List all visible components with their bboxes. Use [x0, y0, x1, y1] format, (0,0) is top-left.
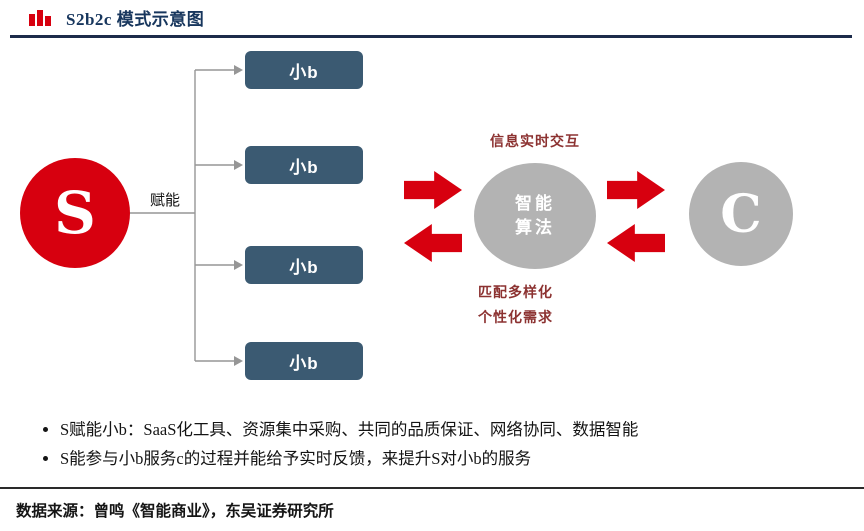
algorithm-label-line2: 算法: [515, 218, 555, 237]
matching-needs-annotation: 匹配多样化 个性化需求: [478, 281, 553, 331]
consumer-node: C: [689, 162, 793, 266]
small-b-node-1: 小b: [245, 51, 363, 89]
arrow-right-algorithm-to-c-icon: [607, 171, 665, 209]
brand-logo-icon: [29, 9, 51, 26]
bullet-item-2: S能参与小b服务c的过程并能给予实时反馈，来提升S对小b的服务: [60, 448, 846, 470]
supplier-node: S: [20, 158, 130, 268]
bullet-text-2: S能参与小b服务c的过程并能给予实时反馈，来提升S对小b的服务: [60, 449, 532, 469]
footer-divider: [0, 487, 864, 489]
realtime-info-annotation: 信息实时交互: [490, 135, 580, 150]
algorithm-label-line1: 智能: [515, 194, 555, 214]
supplier-node-label: S: [54, 179, 96, 247]
arrow-left-c-to-algorithm-icon: [607, 224, 665, 262]
header-divider: [10, 35, 852, 38]
small-b-label: 小b: [289, 353, 319, 373]
figure-title: S2b2c 模式示意图: [66, 10, 205, 29]
algorithm-node: 智能 算法: [474, 163, 596, 269]
arrow-left-algorithm-to-b-icon: [404, 224, 462, 262]
bullet-list: S赋能小b：SaaS化工具、资源集中采购、共同的品质保证、网络协同、数据智能 S…: [34, 412, 846, 478]
consumer-node-label: C: [720, 183, 762, 245]
figure-header: S2b2c 模式示意图: [28, 5, 204, 30]
small-b-label: 小b: [289, 62, 319, 82]
bullet-item-1: S赋能小b：SaaS化工具、资源集中采购、共同的品质保证、网络协同、数据智能: [60, 419, 846, 441]
small-b-node-2: 小b: [245, 146, 363, 184]
matching-needs-line1: 匹配多样化: [478, 286, 553, 301]
small-b-label: 小b: [289, 257, 319, 277]
small-b-label: 小b: [289, 157, 319, 177]
small-b-node-3: 小b: [245, 246, 363, 284]
small-b-node-4: 小b: [245, 342, 363, 380]
data-source-note: 数据来源：曾鸣《智能商业》，东吴证券研究所: [16, 503, 334, 520]
matching-needs-line2: 个性化需求: [478, 311, 553, 327]
bullet-text-1: S赋能小b：SaaS化工具、资源集中采购、共同的品质保证、网络协同、数据智能: [60, 420, 639, 439]
empower-label: 赋能: [150, 193, 181, 209]
arrow-right-b-to-algorithm-icon: [404, 171, 462, 209]
